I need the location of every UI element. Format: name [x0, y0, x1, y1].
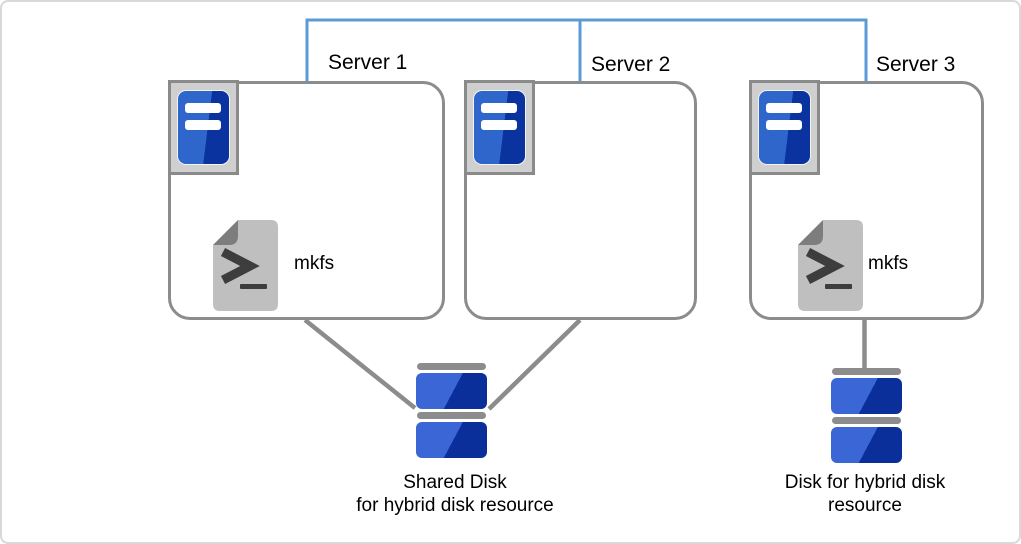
connector-server1-shared-disk — [303, 318, 417, 410]
terminal-script-file-icon — [798, 220, 863, 311]
server-tower-body — [759, 91, 810, 164]
server-drive-slot — [766, 103, 802, 113]
disk-cap — [832, 417, 901, 424]
shared-disk-caption-line1: Shared Disk — [403, 472, 507, 493]
hybrid-disk-caption: Disk for hybrid disk resource — [740, 471, 990, 517]
server-tower-body — [474, 91, 525, 164]
server-drive-slot — [481, 103, 517, 113]
server3-label: Server 3 — [876, 53, 956, 76]
hybrid-disk-caption-line1: Disk for hybrid disk — [784, 472, 946, 493]
server-tower-icon — [749, 80, 820, 175]
disk-cap — [417, 363, 486, 370]
prompt-chevron — [220, 248, 260, 284]
terminal-script-file-icon — [213, 220, 278, 311]
disk-platter — [416, 422, 487, 458]
server1-label: Server 1 — [328, 51, 408, 74]
disk-cap — [832, 368, 901, 375]
connector-server2-shared-disk — [487, 318, 582, 411]
server-drive-slot — [481, 120, 517, 130]
server3-mkfs-label: mkfs — [868, 253, 909, 274]
server-tower-icon — [168, 80, 239, 175]
server2-label: Server 2 — [591, 53, 671, 76]
file-fold — [213, 220, 238, 245]
server-tower-icon — [464, 80, 535, 175]
server2-box — [464, 81, 697, 320]
shared-disk-caption: Shared Disk for hybrid disk resource — [320, 471, 590, 517]
shared-disk-caption-line2: for hybrid disk resource — [356, 495, 554, 516]
prompt-underscore — [240, 284, 267, 289]
server-drive-slot — [766, 120, 802, 130]
server-tower-body — [178, 91, 229, 164]
file-fold — [798, 220, 823, 245]
disk-platter — [831, 427, 902, 463]
hybrid-disk-caption-line2: resource — [828, 495, 902, 516]
disk-platter — [831, 378, 902, 414]
prompt-chevron — [805, 248, 845, 284]
shared-disk-icon — [416, 363, 487, 458]
server-drive-slot — [185, 103, 221, 113]
server1-mkfs-label: mkfs — [294, 253, 335, 274]
server-drive-slot — [185, 120, 221, 130]
prompt-underscore — [825, 284, 852, 289]
disk-platter — [416, 373, 487, 409]
disk-cap — [417, 412, 486, 419]
hybrid-disk-icon — [831, 368, 902, 463]
